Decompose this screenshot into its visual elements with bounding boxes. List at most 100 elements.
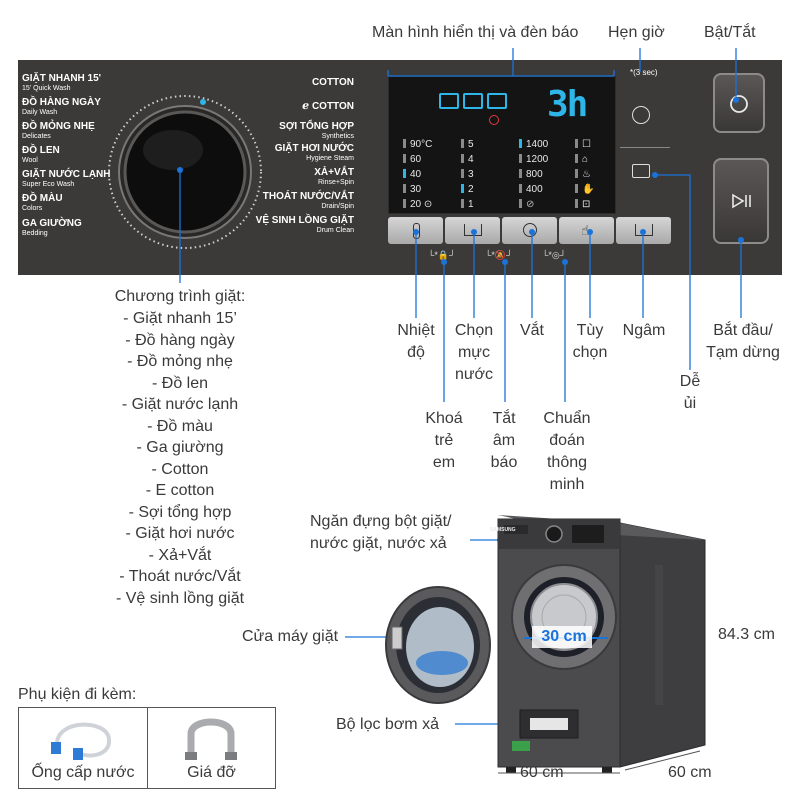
- spin-item: 1200: [519, 154, 548, 166]
- water-level-callout: Chọn mực nước: [454, 322, 494, 383]
- accessory-stand-label: Giá đỡ: [187, 764, 236, 781]
- child-lock-icon: └*🔒┘: [428, 250, 456, 260]
- accessory-hose-label: Ống cấp nước: [31, 764, 135, 781]
- temp-item: 30: [403, 184, 432, 196]
- program-label: ℯ COTTON: [302, 100, 354, 112]
- list-item: - Ga giường: [136, 439, 224, 456]
- rinse-item: 3: [461, 169, 474, 181]
- hand-indicator-icon: ✋: [575, 184, 605, 196]
- time-readout: 3h: [547, 84, 588, 125]
- play-pause-icon: [732, 193, 751, 209]
- brand-logo: SAMSUNG: [490, 527, 516, 533]
- list-item: - Sợi tổng hợp: [128, 503, 232, 521]
- rinse-item: 2: [461, 184, 474, 196]
- stand-bracket-icon: [185, 718, 237, 760]
- smart-check-callout: Chuẩn đoán thông minh: [543, 410, 591, 493]
- temp-item: 90°C: [403, 139, 432, 151]
- water-hose-icon: [51, 722, 112, 760]
- power-icon: [730, 95, 748, 113]
- list-item: - Xả+Vắt: [148, 546, 212, 564]
- rinse-column: 5 4 3 2 1: [461, 139, 474, 211]
- sound-off-callout: Tắt âm báo: [490, 410, 518, 471]
- drawer-callout: Ngăn đựng bột giặt/ nước giặt, nước xả: [310, 513, 452, 552]
- door-callout: Cửa máy giặt: [242, 628, 339, 645]
- spin-item: 800: [519, 169, 548, 181]
- options-callout: Tùy chọn: [572, 322, 608, 361]
- list-item: - Đồ mỏng nhẹ: [127, 353, 233, 370]
- spin-item: ⊘: [519, 199, 548, 211]
- list-item: - E cotton: [145, 482, 215, 499]
- drain-indicator-icon: ⊡: [575, 199, 605, 211]
- soak-indicator-icon: ☐: [575, 139, 605, 151]
- display-screen: 3h 90°C 60 40 30 20 ⊙ 5 4 3 2 1 1400 120…: [388, 76, 616, 214]
- list-item: - Cotton: [151, 460, 209, 478]
- start-pause-callout: Bắt đầu/ Tạm dừng: [706, 322, 780, 361]
- spin-column: 1400 1200 800 400 ⊘: [519, 139, 548, 211]
- spin-callout: Vắt: [519, 322, 544, 339]
- door-diameter-label: 30 cm: [541, 628, 587, 645]
- program-labels-left: GIẶT NHANH 15'15' Quick Wash ĐỒ HÀNG NGÀ…: [22, 74, 127, 244]
- list-item: - Đồ len: [151, 374, 209, 392]
- program-legend-title: Chương trình giặt:: [114, 288, 246, 305]
- timer-label: Hẹn giờ: [608, 24, 665, 41]
- program-legend-list: - Giặt nhanh 15’ - Đồ hàng ngày - Đồ mỏn…: [90, 308, 270, 609]
- soak-basin-icon: [635, 224, 653, 236]
- sound-off-icon: └*🔕┘: [485, 250, 513, 260]
- depth-dimension: 60 cm: [668, 764, 712, 781]
- rinse-item: 4: [461, 154, 474, 166]
- temperature-column: 90°C 60 40 30 20 ⊙: [403, 139, 432, 211]
- delay-clock-icon: [489, 115, 499, 125]
- child-lock-callout: Khoá trẻ em: [425, 410, 463, 471]
- list-item: - Thoát nước/Vắt: [119, 568, 241, 585]
- program-dial[interactable]: [105, 92, 265, 252]
- steam-icon: [487, 93, 507, 109]
- mini-dial: [545, 525, 563, 543]
- spin-icon: [523, 223, 537, 237]
- rinse-item: 5: [461, 139, 474, 151]
- list-item: - Đồ hàng ngày: [125, 331, 235, 349]
- temperature-callout: Nhiệt độ: [397, 322, 435, 361]
- program-label: COTTON: [311, 77, 354, 88]
- wool-indicator-icon: ♨: [575, 169, 605, 181]
- list-item: - Giặt nước lạnh: [121, 396, 239, 413]
- soak-callout: Ngâm: [622, 322, 666, 339]
- option-indicators: ☐ ⌂ ♨ ✋ ⊡: [575, 139, 605, 211]
- drain-filter[interactable]: [519, 709, 579, 739]
- easy-iron-icon[interactable]: [632, 164, 650, 178]
- basin-icon: [464, 224, 482, 236]
- program-label: GIẶT NHANH 15'15' Quick Wash: [22, 73, 102, 93]
- easy-iron-callout: Dễ ủi: [679, 373, 701, 412]
- detergent-drawer[interactable]: [504, 525, 528, 534]
- power-label: Bật/Tắt: [704, 24, 756, 41]
- accessories-box: Ống cấp nước Giá đỡ: [18, 707, 276, 789]
- timer-hold-note: *(3 sec): [630, 68, 658, 77]
- hand-touch-icon: ☝: [581, 222, 590, 238]
- spin-item: 400: [519, 184, 548, 196]
- timer-icon[interactable]: [632, 106, 650, 124]
- temp-item: 20 ⊙: [403, 199, 432, 211]
- list-item: - Giặt hơi nước: [125, 525, 235, 542]
- power-button[interactable]: [713, 73, 765, 133]
- temp-item: 40: [403, 169, 432, 181]
- options-button[interactable]: ☝: [559, 217, 614, 244]
- temp-item: 60: [403, 154, 432, 166]
- filter-callout: Bộ lọc bơm xả: [336, 716, 439, 733]
- list-item: - Vệ sinh lồng giặt: [115, 589, 245, 607]
- start-pause-button[interactable]: [713, 158, 769, 244]
- display-label: Màn hình hiển thị và đèn báo: [372, 24, 579, 41]
- cold-water-icon: ⊙: [423, 199, 433, 210]
- height-dimension: 84.3 cm: [718, 626, 775, 643]
- list-item: - Giặt nhanh 15’: [123, 310, 237, 327]
- accessories-title: Phụ kiện đi kèm:: [18, 686, 137, 703]
- spin-item: 1400: [519, 139, 548, 151]
